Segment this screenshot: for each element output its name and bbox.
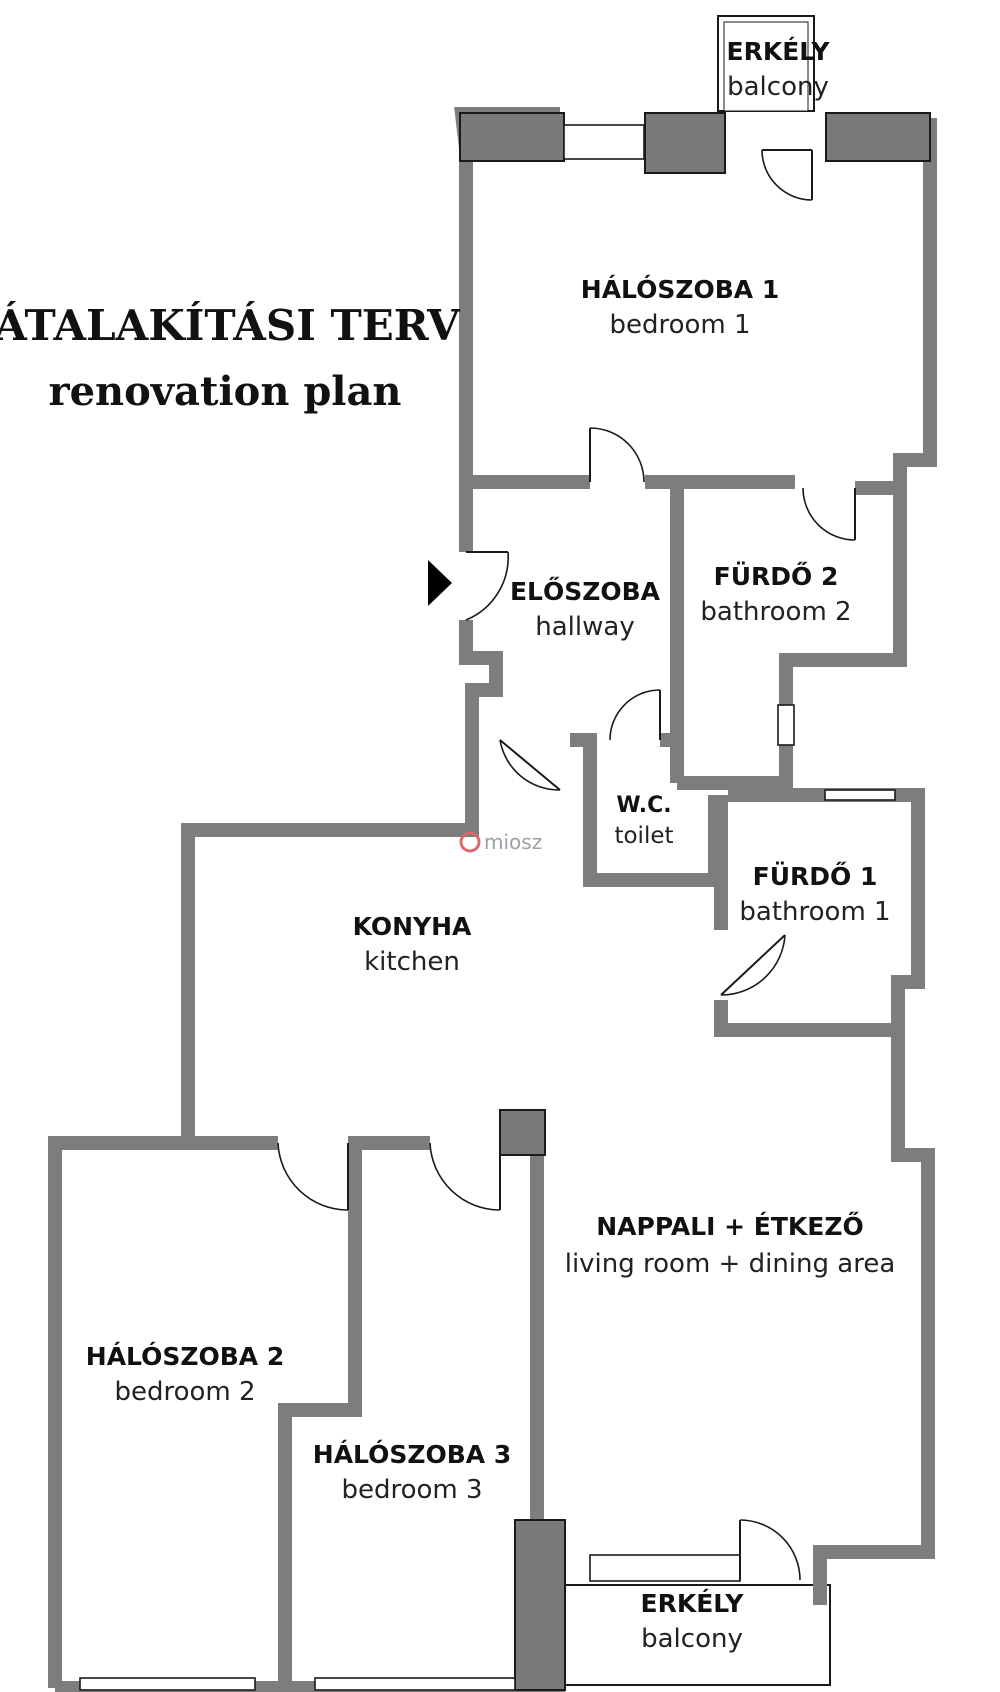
entrance-arrow-icon — [428, 560, 452, 606]
label-bathroom1-hu: FÜRDŐ 1 — [753, 861, 878, 891]
balcony-bottom-outline — [564, 1584, 831, 1686]
label-bedroom3-en: bedroom 3 — [341, 1475, 482, 1505]
label-kitchen-hu: KONYHA — [353, 912, 472, 941]
label-kitchen-en: kitchen — [364, 947, 460, 977]
column-top-right — [825, 112, 931, 162]
label-balcony-top-en: balcony — [727, 72, 829, 102]
label-hallway-hu: ELŐSZOBA — [510, 576, 661, 606]
window-living — [589, 1554, 741, 1582]
column-top-left — [459, 112, 565, 162]
doors — [277, 149, 856, 1581]
label-living-en: living room + dining area — [565, 1249, 896, 1279]
column-top-middle — [644, 112, 726, 174]
watermark-logo-icon — [459, 831, 481, 853]
balcony-top-inner — [723, 21, 809, 112]
label-bedroom1-hu: HÁLÓSZOBA 1 — [581, 274, 779, 304]
column-bottom — [514, 1519, 566, 1691]
label-bedroom1-en: bedroom 1 — [609, 310, 750, 340]
window-bedroom3 — [314, 1677, 516, 1691]
label-bathroom2-hu: FÜRDŐ 2 — [714, 561, 839, 591]
label-wc-en: toilet — [614, 823, 673, 849]
label-wc-hu: W.C. — [616, 793, 671, 818]
window-bathroom1 — [824, 789, 896, 801]
label-hallway-en: hallway — [535, 612, 634, 642]
label-bedroom2-en: bedroom 2 — [114, 1377, 255, 1407]
plan-subtitle: renovation plan — [49, 368, 402, 415]
window-bathroom2 — [777, 704, 795, 746]
label-bedroom3-hu: HÁLÓSZOBA 3 — [313, 1439, 511, 1469]
plan-title: ÁTALAKÍTÁSI TERV — [0, 300, 461, 350]
label-balcony-top-hu: ERKÉLY — [727, 37, 831, 66]
label-bathroom1-en: bathroom 1 — [739, 897, 890, 927]
label-living-hu: NAPPALI + ÉTKEZŐ — [596, 1211, 864, 1241]
label-balcony-bottom-en: balcony — [641, 1624, 743, 1654]
label-bedroom2-hu: HÁLÓSZOBA 2 — [86, 1341, 284, 1371]
label-bathroom2-en: bathroom 2 — [700, 597, 851, 627]
watermark-text: miosz — [484, 830, 542, 854]
label-balcony-bottom-hu: ERKÉLY — [641, 1589, 745, 1618]
window-bedroom2 — [79, 1677, 256, 1691]
column-bedroom3 — [499, 1109, 546, 1156]
window-bedroom1 — [563, 124, 645, 160]
